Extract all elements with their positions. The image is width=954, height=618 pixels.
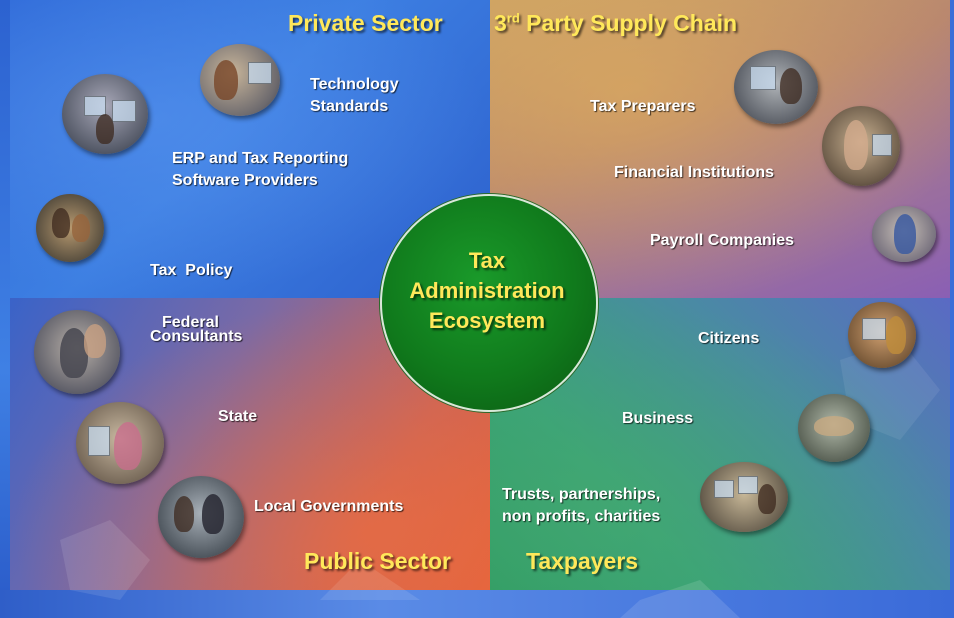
- local-governments-label: Local Governments: [254, 498, 404, 515]
- center-label-line2: Administration: [409, 278, 565, 303]
- financial-institutions-photo: [822, 106, 900, 186]
- star-shape: [320, 560, 420, 600]
- business-photo: [798, 394, 870, 462]
- supply-chain-title-sup: rd: [506, 10, 520, 26]
- supply-chain-title: 3rd Party Supply Chain: [494, 10, 737, 37]
- trusts-line1: Trusts, partnerships,: [502, 486, 661, 503]
- star-shape: [60, 520, 150, 600]
- supply-chain-title-prefix: 3: [494, 10, 507, 36]
- erp-software-label: ERP and Tax Reporting Software Providers: [172, 148, 348, 192]
- tax-policy-line1: Tax Policy: [150, 262, 233, 279]
- left-edge-band: [0, 0, 10, 618]
- star-shape: [620, 580, 740, 618]
- tax-preparers-label: Tax Preparers: [590, 98, 696, 115]
- center-ecosystem-label: Tax Administration Ecosystem: [380, 246, 594, 336]
- tax-policy-consultants-photo: [36, 194, 104, 262]
- tax-policy-line2: Consultants: [150, 328, 243, 345]
- technology-standards-line2: Standards: [310, 98, 389, 115]
- center-label-line1: Tax: [468, 248, 506, 273]
- erp-software-line1: ERP and Tax Reporting: [172, 150, 349, 167]
- center-ecosystem-circle: [380, 194, 598, 412]
- technology-standards-label: Technology Standards: [310, 74, 399, 118]
- supply-chain-title-rest: Party Supply Chain: [519, 10, 738, 36]
- citizens-photo: [848, 302, 916, 368]
- federal-label: Federal: [162, 314, 219, 331]
- financial-institutions-label: Financial Institutions: [614, 164, 775, 181]
- federal-photo: [34, 310, 120, 394]
- private-sector-title: Private Sector: [288, 10, 443, 36]
- erp-software-photo: [62, 74, 148, 154]
- public-sector-title: Public Sector: [304, 548, 451, 574]
- tax-preparers-photo: [734, 50, 818, 124]
- technology-standards-line1: Technology: [310, 76, 399, 93]
- business-label: Business: [622, 410, 694, 427]
- technology-standards-photo: [200, 44, 280, 116]
- bottom-band: [0, 590, 954, 618]
- erp-software-line2: Software Providers: [172, 172, 318, 189]
- right-edge-band: [950, 0, 954, 618]
- payroll-companies-label: Payroll Companies: [650, 232, 795, 249]
- payroll-companies-photo: [872, 206, 936, 262]
- trusts-partnerships-photo: [700, 462, 788, 532]
- trusts-label: Trusts, partnerships, non profits, chari…: [502, 484, 660, 528]
- center-label-line3: Ecosystem: [428, 308, 546, 333]
- citizens-label: Citizens: [698, 330, 760, 347]
- trusts-line2: non profits, charities: [502, 508, 661, 525]
- taxpayers-title: Taxpayers: [526, 548, 639, 574]
- state-photo: [76, 402, 164, 484]
- state-label: State: [218, 408, 258, 425]
- local-governments-photo: [158, 476, 244, 558]
- tax-policy-label: Tax Policy Consultants: [150, 216, 242, 392]
